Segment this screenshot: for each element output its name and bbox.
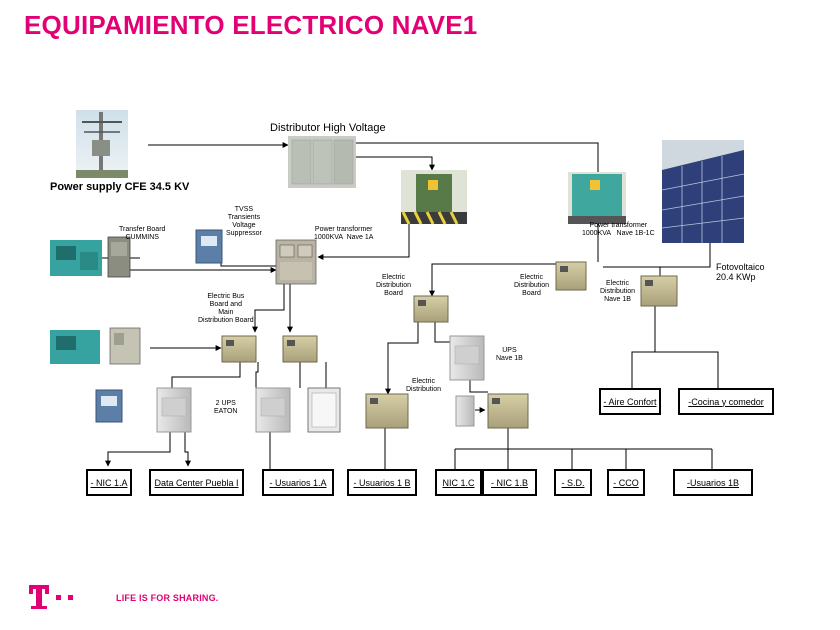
ups-nave1b-image (449, 335, 485, 381)
fotovoltaico-label: Fotovoltaico 20.4 KWp (716, 262, 765, 282)
edb-nave1b-label: Electric Distribution Nave 1B (600, 280, 636, 303)
load-box-data-center: Data Center Puebla I (149, 469, 244, 496)
main-distribution-board-2 (282, 335, 318, 363)
distributor-hv-image (288, 136, 356, 188)
load-box-cocina: -Cocina y comedor (678, 388, 774, 415)
transformer-1b1c-label: Power transformer 1000KVA Nave 1B-1C (582, 222, 655, 237)
transfer-board-2-image (109, 327, 141, 365)
load-box-usuarios-1b-right: -Usuarios 1B (673, 469, 753, 496)
transformer-1a-image (401, 170, 467, 225)
bus-board-label: Electric Bus Board and Main Distribution… (198, 293, 254, 324)
power-pole-image (76, 110, 128, 178)
load-box-nic-1c: NIC 1.C (435, 469, 482, 496)
ups-eaton-2-image (255, 387, 291, 433)
load-box-usuarios-1b-left: - Usuarios 1 B (347, 469, 417, 496)
transformer-1b1c-image (568, 172, 626, 224)
transformer-1a-label: Power transformer 1000KVA Nave 1A (314, 226, 374, 241)
ups-small-image (95, 389, 123, 423)
edb-left-label: Electric Distribution Board (376, 274, 412, 297)
edb-right-image (555, 261, 587, 291)
ups-small-2-image (455, 395, 475, 427)
ups-nave1b-label: UPS Nave 1B (496, 347, 523, 362)
ups-eaton-label: 2 UPS EATON (214, 400, 238, 415)
load-box-usuarios-1a: - Usuarios 1.A (262, 469, 334, 496)
load-box-aire-confort: - Aire Confort (599, 388, 661, 415)
power-supply-label: Power supply CFE 34.5 KV (50, 181, 190, 193)
load-box-cco: - CCO (607, 469, 645, 496)
main-distribution-board-1 (221, 335, 257, 363)
genset-1-image (50, 240, 102, 276)
electric-distribution-left-image (365, 393, 409, 429)
transfer-board-image (107, 236, 131, 278)
load-box-sd: - S.D. (554, 469, 592, 496)
edb-right-label: Electric Distribution Board (514, 274, 550, 297)
edb-left-image (413, 295, 449, 323)
tvss-image (195, 229, 223, 264)
transfer-board-label: Transfer Board CUMMINS (119, 226, 166, 241)
electric-distribution-label: Electric Distribution (406, 378, 442, 393)
load-box-nic-1b: - NIC 1.B (482, 469, 537, 496)
distributor-hv-label: Distributor High Voltage (270, 122, 386, 134)
cabinet-image (307, 387, 341, 433)
solar-panel-image (661, 140, 745, 243)
bus-board-image (275, 239, 317, 285)
tvss-label: TVSS Transients Voltage Suppressor (226, 206, 262, 237)
connection-lines (50, 142, 719, 469)
footer-slogan: LIFE IS FOR SHARING. (116, 593, 219, 603)
electric-distribution-right-image (487, 393, 529, 429)
load-box-nic-1a: - NIC 1.A (86, 469, 132, 496)
telekom-logo (29, 585, 73, 609)
genset-2-image (50, 330, 100, 364)
edb-nave1b-image (640, 275, 678, 307)
page-title: EQUIPAMIENTO ELECTRICO NAVE1 (24, 10, 478, 40)
ups-eaton-1-image (156, 387, 192, 433)
